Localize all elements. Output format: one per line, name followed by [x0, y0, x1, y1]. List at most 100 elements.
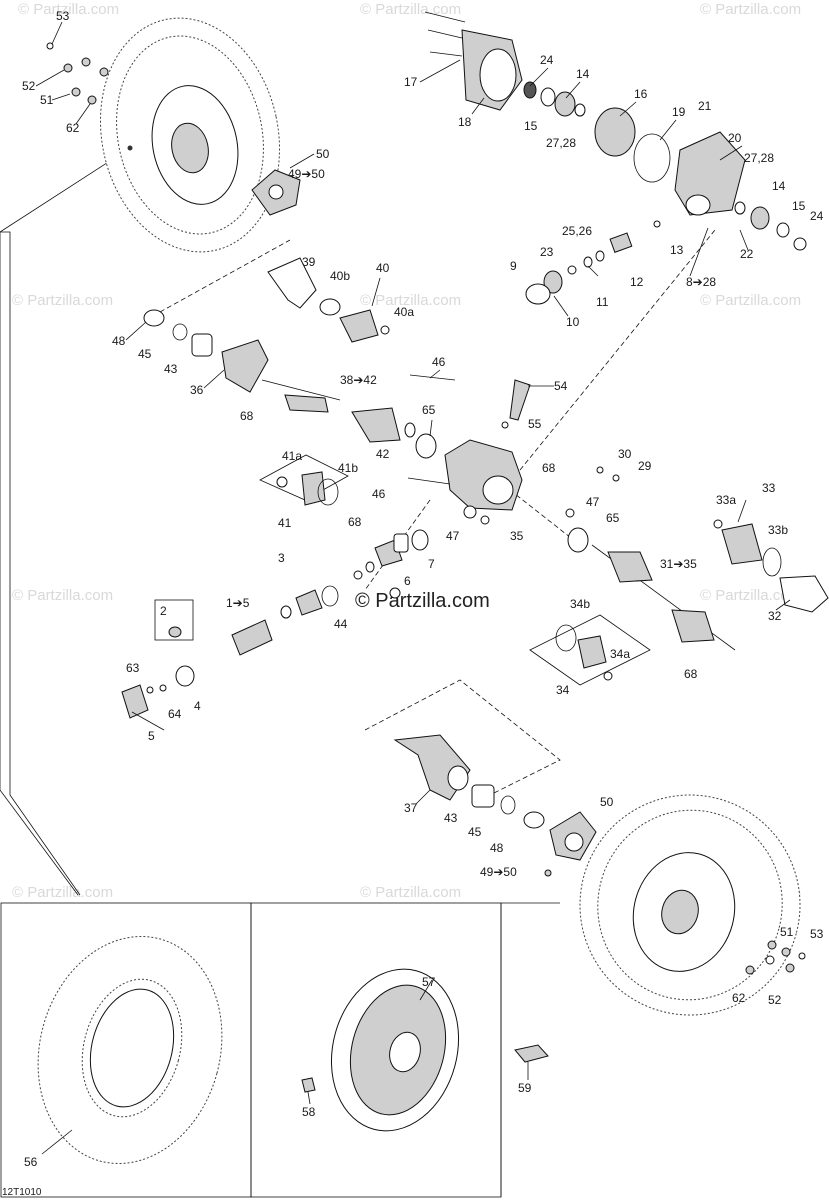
part-label: 52	[768, 993, 782, 1007]
part-label: 31➔35	[660, 557, 697, 571]
part-label: 58	[302, 1105, 316, 1119]
part-label: 68	[348, 515, 362, 529]
watermark: © Partzilla.com	[360, 884, 461, 901]
front-left-tire	[99, 17, 281, 253]
part-label: 48	[490, 841, 504, 855]
watermark-center: © Partzilla.com	[355, 590, 490, 612]
leader-lines	[35, 21, 791, 1155]
watermark: © Partzilla.com	[700, 292, 801, 309]
part-label: 40	[376, 261, 390, 275]
part-label: 33b	[768, 523, 788, 537]
part-label: 9	[510, 259, 517, 273]
hub-top	[251, 169, 301, 216]
part-label: 30	[618, 447, 632, 461]
part-label: 56	[24, 1155, 38, 1169]
part-label: 62	[732, 991, 746, 1005]
part-label: 24	[540, 53, 554, 67]
right-driveshaft	[529, 519, 829, 686]
part-label: 27,28	[744, 151, 774, 165]
part-label: 15	[524, 119, 538, 133]
part-label: 17	[404, 75, 418, 89]
part-label: 37	[404, 801, 418, 815]
part-label: 11	[596, 295, 609, 309]
watermark: © Partzilla.com	[360, 292, 461, 309]
watermark: © Partzilla.com	[700, 1, 801, 18]
part-label: 33a	[716, 493, 736, 507]
part-label: 47	[586, 495, 600, 509]
part-label: 46	[432, 355, 446, 369]
watermark: © Partzilla.com	[18, 1, 119, 18]
part-label: 68	[542, 461, 556, 475]
part-label: 50	[316, 147, 330, 161]
part-label: 25,26	[562, 224, 592, 238]
part-label: 41b	[338, 461, 358, 475]
part-label: 43	[444, 811, 458, 825]
part-label: 2	[160, 604, 167, 618]
part-label: 20	[728, 131, 742, 145]
part-label: 23	[540, 245, 554, 259]
center-differential	[407, 374, 620, 525]
part-label: 8➔28	[686, 275, 716, 289]
part-labels: 53 52 51 62 50 49➔50 17 18 24 14 15 27,2…	[22, 9, 824, 1169]
part-label: 40a	[394, 305, 414, 319]
bottom-boxes	[0, 902, 560, 1198]
part-label: 49➔50	[480, 865, 517, 879]
part-label: 50	[600, 795, 614, 809]
part-label: 34a	[610, 647, 630, 661]
part-label: 48	[112, 334, 126, 348]
part-label: 65	[422, 403, 436, 417]
part-label: 32	[768, 609, 782, 623]
part-label: 4	[194, 699, 201, 713]
diagram-code: 12T1010	[2, 1187, 42, 1198]
part-label: 14	[576, 67, 590, 81]
part-label: 45	[468, 825, 482, 839]
lower-knuckle-parts	[393, 734, 597, 877]
boot-kit-left	[259, 454, 349, 506]
part-label: 27,28	[546, 136, 576, 150]
part-label: 68	[684, 667, 698, 681]
part-label: 35	[510, 529, 524, 543]
part-label: 16	[634, 87, 648, 101]
part-label: 46	[372, 487, 386, 501]
watermark: © Partzilla.com	[12, 587, 113, 604]
part-label: 14	[772, 179, 786, 193]
part-label: 45	[138, 347, 152, 361]
part-label: 59	[518, 1081, 532, 1095]
part-label: 13	[670, 243, 684, 257]
connector-lines	[0, 147, 716, 896]
part-label: 39	[302, 255, 316, 269]
part-label: 41a	[282, 449, 302, 463]
part-label: 15	[792, 199, 806, 213]
part-label: 62	[66, 121, 80, 135]
part-label: 47	[446, 529, 460, 543]
part-label: 57	[422, 975, 436, 989]
part-label: 3	[278, 551, 285, 565]
part-label: 64	[168, 707, 182, 721]
part-label: 68	[240, 409, 254, 423]
part-label: 52	[22, 79, 36, 93]
part-label: 19	[672, 105, 686, 119]
part-label: 38➔42	[340, 373, 377, 387]
part-label: 7	[428, 557, 435, 571]
part-label: 40b	[330, 269, 350, 283]
part-label: 63	[126, 661, 140, 675]
part-label: 51	[40, 93, 54, 107]
part-label: 33	[762, 481, 776, 495]
wheel-nuts-top	[46, 42, 109, 105]
part-label: 24	[810, 209, 824, 223]
part-label: 54	[554, 379, 568, 393]
part-label: 34	[556, 683, 570, 697]
part-label: 1➔5	[226, 596, 250, 610]
part-label: 44	[334, 617, 348, 631]
part-label: 53	[810, 927, 824, 941]
part-label: 34b	[570, 597, 590, 611]
watermark: © Partzilla.com	[360, 1, 461, 18]
part-label: 41	[278, 516, 292, 530]
left-axle-parts	[143, 257, 437, 459]
part-label: 65	[606, 511, 620, 525]
part-label: 6	[404, 574, 411, 588]
watermark: © Partzilla.com	[12, 292, 113, 309]
part-label: 29	[638, 459, 652, 473]
part-label: 55	[528, 417, 542, 431]
